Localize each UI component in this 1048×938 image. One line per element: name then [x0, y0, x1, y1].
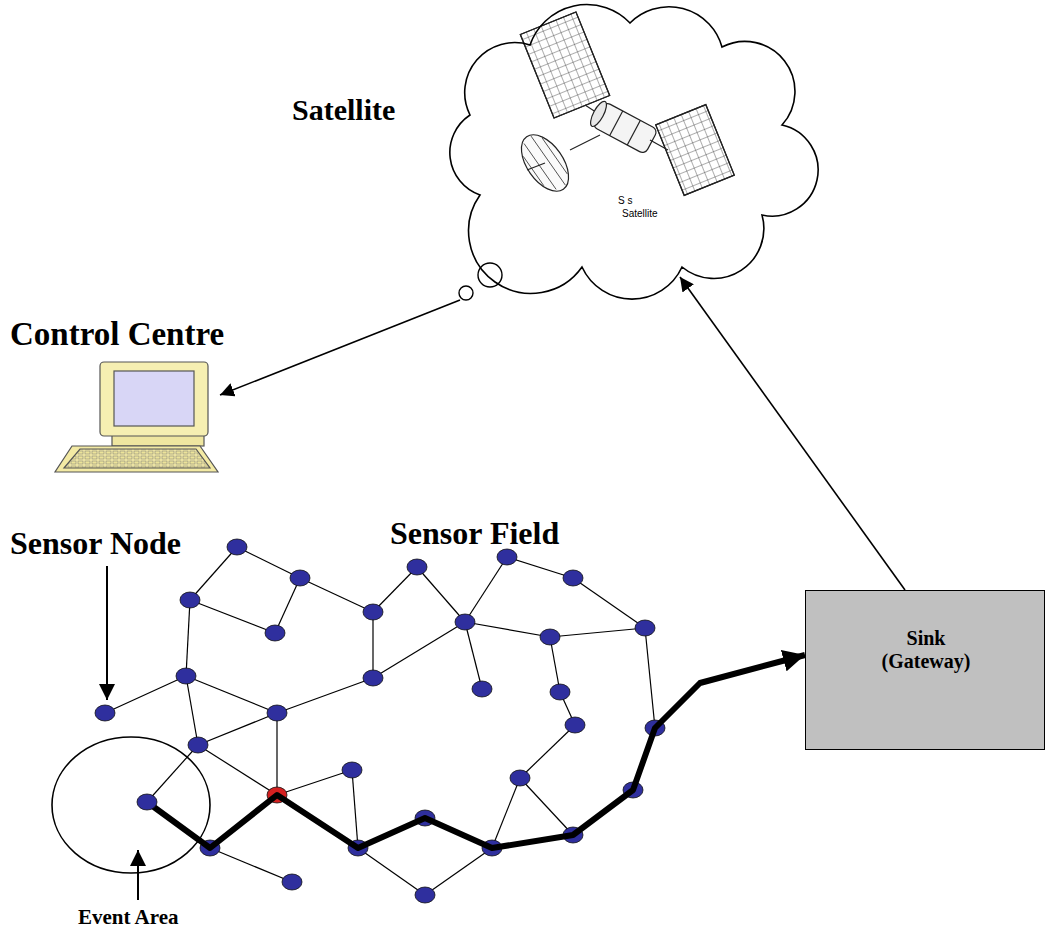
wireless-link — [277, 770, 352, 795]
cloud-outline — [440, 5, 795, 305]
thought-bubble — [478, 263, 502, 287]
wireless-link — [465, 557, 507, 622]
wireless-link — [210, 848, 292, 882]
link-arrow — [680, 277, 905, 590]
wireless-link — [573, 578, 645, 628]
sensor-node-dot — [95, 705, 115, 721]
wireless-link — [465, 622, 482, 689]
wireless-link — [277, 678, 373, 713]
route-segment — [147, 802, 199, 840]
thought-bubble — [459, 286, 473, 300]
sensor-node-dot — [176, 668, 196, 684]
wireless-link — [425, 848, 492, 895]
leader-arrow — [137, 850, 139, 900]
link-arrow — [220, 300, 460, 395]
sink-box: Sink (Gateway) — [805, 590, 1045, 750]
wireless-link — [147, 745, 198, 802]
wireless-link — [190, 547, 237, 600]
sensor-node-dot — [290, 570, 310, 586]
sensor-node-dot — [415, 887, 435, 903]
control-centre: Control Centre — [55, 360, 220, 472]
computer-picture — [55, 362, 218, 472]
sensor-node-dot — [363, 604, 383, 620]
sensor-node-dot — [497, 549, 517, 565]
wireless-link — [358, 848, 425, 895]
event-area: Event Area — [50, 735, 212, 880]
sensor-node-dot — [137, 794, 157, 810]
wireless-link — [373, 622, 465, 678]
sensor-node-dot — [342, 762, 362, 778]
sensor-node-dot — [472, 681, 492, 697]
wireless-link — [237, 547, 300, 578]
wireless-link — [186, 600, 190, 676]
event-circle — [52, 737, 210, 873]
wireless-link — [507, 557, 573, 578]
sink-label: Sink (Gateway) — [866, 627, 986, 673]
sensor-node-dot — [407, 559, 427, 575]
wireless-link — [492, 778, 520, 848]
sensor-node-dot — [265, 625, 285, 641]
cloud-outline — [450, 5, 818, 300]
sensor-node-dot — [550, 684, 570, 700]
satellite-heading: Satellite — [292, 93, 395, 128]
leader-arrow — [106, 566, 108, 700]
sensor-node-dot — [267, 705, 287, 721]
satellite-caption: Satellite — [622, 208, 658, 220]
wireless-link — [372, 612, 373, 678]
sensor-node-dot — [363, 670, 383, 686]
sensor-network — [95, 539, 665, 903]
wireless-link — [520, 778, 573, 835]
event-area-heading: Event Area — [78, 905, 179, 929]
wireless-link — [645, 628, 655, 728]
wireless-link — [300, 578, 373, 612]
satellite-caption: S s — [618, 195, 632, 207]
wireless-link — [198, 713, 277, 745]
sensor-node-dot — [563, 570, 583, 586]
wireless-link — [373, 567, 417, 612]
sensor-node-dot — [635, 620, 655, 636]
sensor-node-label: Sensor Node — [10, 527, 181, 559]
wireless-link — [186, 676, 277, 713]
sensor-node-dot — [565, 717, 585, 733]
wireless-link — [186, 676, 198, 745]
sensor-node-dot — [282, 874, 302, 890]
wireless-link — [190, 600, 275, 633]
satellite-cloud: SatelliteS sSatellite — [440, 5, 795, 305]
routing-path — [199, 655, 805, 848]
wireless-link — [276, 713, 277, 795]
wireless-link — [352, 770, 358, 848]
wireless-link — [105, 676, 186, 713]
wireless-link — [520, 725, 575, 778]
sensor-field-label: Sensor Field — [390, 517, 559, 549]
sensor-node-dot — [188, 737, 208, 753]
wireless-link — [465, 622, 550, 637]
sensor-node-dot — [510, 770, 530, 786]
wireless-link — [550, 628, 645, 637]
sensor-node-dot — [227, 539, 247, 555]
control-centre-heading: Control Centre — [10, 316, 224, 354]
satellite-picture — [512, 12, 734, 199]
sensor-node-dot — [455, 614, 475, 630]
event-circle — [50, 735, 212, 880]
sensor-node-dot — [180, 592, 200, 608]
wireless-link — [275, 578, 300, 633]
sensor-node-dot — [540, 629, 560, 645]
wireless-link — [198, 745, 277, 795]
wireless-link — [417, 567, 465, 622]
